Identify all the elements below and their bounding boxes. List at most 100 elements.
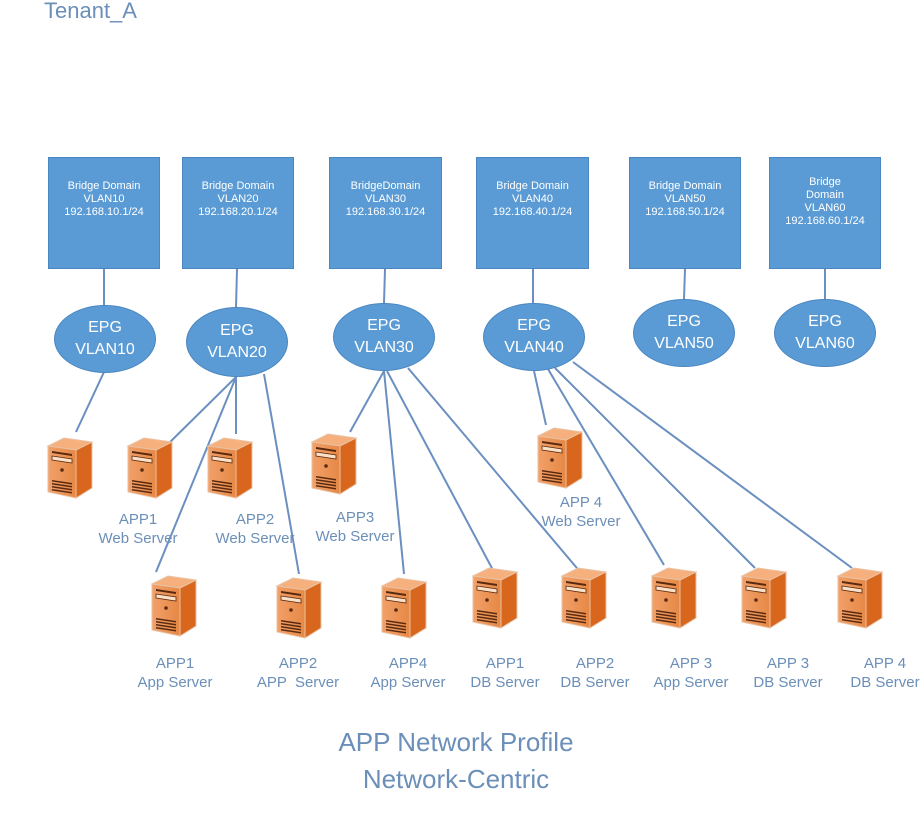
server-role: APP Server xyxy=(256,674,340,691)
bd-line: Domain xyxy=(806,189,844,201)
server-icon[interactable] xyxy=(273,572,325,642)
epg-vlan30[interactable]: EPG VLAN30 xyxy=(333,303,435,371)
epg-server-connector xyxy=(165,376,237,447)
epg-server-connector xyxy=(554,367,756,569)
epg-label: EPG xyxy=(808,313,842,330)
bd-epg-connector xyxy=(383,268,386,304)
epg-vlan: VLAN30 xyxy=(354,339,414,356)
server-label-app1-app: APP1 App Server xyxy=(115,654,235,692)
server-role: Web Server xyxy=(541,513,621,530)
server-label-app3-db: APP 3 DB Server xyxy=(728,654,848,692)
bridge-domain-vlan60[interactable]: Bridge Domain VLAN60 192.168.60.1/24 xyxy=(769,157,881,269)
epg-vlan: VLAN50 xyxy=(654,335,714,352)
epg-server-connector xyxy=(547,368,665,566)
bd-line: VLAN40 xyxy=(512,192,553,205)
app-name: APP 3 xyxy=(766,655,810,672)
server-label-app2-web: APP2 Web Server xyxy=(195,510,315,548)
tenant-title: Tenant_A xyxy=(44,0,137,23)
epg-vlan60[interactable]: EPG VLAN60 xyxy=(774,299,876,367)
bd-line: Bridge Domain xyxy=(496,179,569,192)
app-name: APP4 xyxy=(388,655,428,672)
epg-vlan: VLAN20 xyxy=(207,344,267,361)
server-label-app3-web: APP3 Web Server xyxy=(295,508,415,546)
server-role: App Server xyxy=(653,674,729,691)
server-icon[interactable] xyxy=(148,570,200,640)
bd-line: 192.168.50.1/24 xyxy=(645,205,725,218)
app-name: APP1 xyxy=(118,511,158,528)
bridge-domain-vlan20[interactable]: Bridge Domain VLAN20 192.168.20.1/24 xyxy=(182,157,294,269)
server-icon[interactable] xyxy=(124,432,176,502)
bd-line: 192.168.10.1/24 xyxy=(64,205,144,218)
epg-server-connector xyxy=(572,361,853,569)
server-icon[interactable] xyxy=(558,562,610,632)
bd-line: 192.168.30.1/24 xyxy=(345,205,426,218)
bd-line: VLAN10 xyxy=(83,192,125,205)
app-name: APP2 xyxy=(235,511,275,528)
epg-vlan: VLAN40 xyxy=(504,339,564,356)
server-role: DB Server xyxy=(850,674,920,691)
epg-server-connector xyxy=(407,367,588,581)
server-label-app2-db: APP2 DB Server xyxy=(535,654,655,692)
bridge-domain-vlan30[interactable]: BridgeDomain VLAN30 192.168.30.1/24 xyxy=(329,157,442,269)
server-label-app4-app: APP4 App Server xyxy=(348,654,468,692)
server-role: DB Server xyxy=(470,674,540,691)
bd-line: Bridge xyxy=(809,176,841,188)
bd-line: Bridge Domain xyxy=(648,179,722,192)
epg-label: EPG xyxy=(367,317,401,334)
epg-server-connector xyxy=(75,371,105,433)
epg-server-connector xyxy=(533,370,547,426)
server-label-app4-db: APP 4 DB Server xyxy=(825,654,922,692)
server-icon[interactable] xyxy=(204,432,256,502)
epg-server-connector xyxy=(155,376,237,573)
bd-epg-connector xyxy=(235,268,238,308)
server-icon[interactable] xyxy=(738,562,790,632)
server-label-app1-db: APP1 DB Server xyxy=(445,654,565,692)
epg-vlan10[interactable]: EPG VLAN10 xyxy=(54,305,156,373)
bd-line: VLAN20 xyxy=(217,192,259,205)
epg-server-connector xyxy=(349,370,385,433)
epg-label: EPG xyxy=(88,319,122,336)
server-role: Web Server xyxy=(98,530,178,547)
bd-line: VLAN60 xyxy=(804,202,846,214)
server-icon[interactable] xyxy=(534,422,586,492)
epg-label: EPG xyxy=(517,317,551,334)
profile-subtitle: Network-Centric xyxy=(362,764,550,794)
server-icon[interactable] xyxy=(308,428,360,498)
server-icon[interactable] xyxy=(44,432,96,502)
app-name: APP3 xyxy=(335,509,375,526)
server-label-app1-web: APP1 Web Server xyxy=(78,510,198,548)
epg-vlan40[interactable]: EPG VLAN40 xyxy=(483,303,585,371)
app-name: APP 4 xyxy=(559,494,603,511)
epg-vlan: VLAN60 xyxy=(795,335,855,352)
app-name: APP1 xyxy=(485,655,525,672)
epg-vlan: VLAN10 xyxy=(75,341,135,358)
epg-vlan50[interactable]: EPG VLAN50 xyxy=(633,299,735,367)
epg-vlan20[interactable]: EPG VLAN20 xyxy=(186,307,288,377)
server-icon[interactable] xyxy=(469,562,521,632)
server-role: DB Server xyxy=(560,674,630,691)
server-role: Web Server xyxy=(315,528,395,545)
app-name: APP2 xyxy=(575,655,615,672)
app-name: APP 4 xyxy=(863,655,907,672)
server-icon[interactable] xyxy=(834,562,886,632)
server-role: App Server xyxy=(137,674,213,691)
bd-line: Bridge Domain xyxy=(201,179,275,192)
bd-epg-connector xyxy=(683,268,686,300)
epg-label: EPG xyxy=(667,313,701,330)
server-label-app3-app: APP 3 App Server xyxy=(631,654,751,692)
bd-line: 192.168.20.1/24 xyxy=(198,205,278,218)
server-icon[interactable] xyxy=(378,572,430,642)
bridge-domain-vlan40[interactable]: Bridge Domain VLAN40 192.168.40.1/24 xyxy=(476,157,589,269)
bridge-domain-vlan50[interactable]: Bridge Domain VLAN50 192.168.50.1/24 xyxy=(629,157,741,269)
server-role: Web Server xyxy=(215,530,295,547)
server-label-app4-web: APP 4 Web Server xyxy=(521,493,641,531)
app-name: APP2 xyxy=(278,655,318,672)
bd-line: BridgeDomain xyxy=(350,179,421,192)
server-icon[interactable] xyxy=(648,562,700,632)
bridge-domain-vlan10[interactable]: Bridge Domain VLAN10 192.168.10.1/24 xyxy=(48,157,160,269)
bd-line: 192.168.60.1/24 xyxy=(785,215,865,227)
server-role: DB Server xyxy=(753,674,823,691)
epg-server-connector xyxy=(386,370,495,573)
